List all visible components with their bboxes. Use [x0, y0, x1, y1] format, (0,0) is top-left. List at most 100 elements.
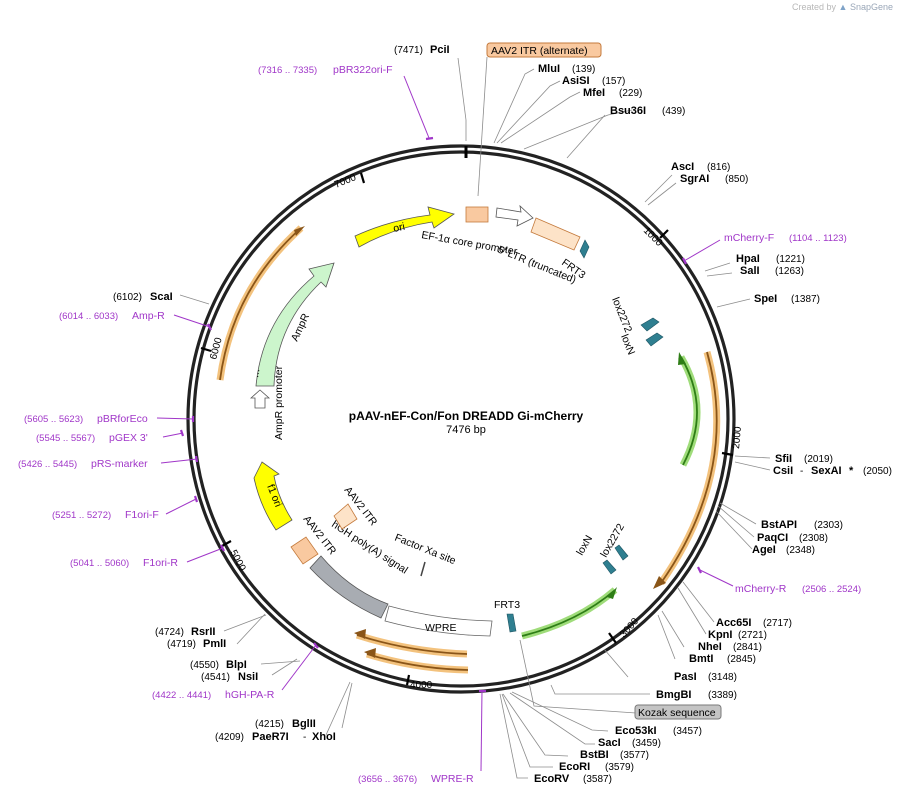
primer-hgh-pa-r-name: hGH-PA-R [225, 689, 275, 701]
bottom-orange-arc1-head [354, 629, 366, 639]
lox2272-bot-marker [614, 544, 629, 561]
enzyme-ecorv: EcoRV(3587) [534, 773, 612, 785]
primer-hgh-pa-r-pos: (4422 .. 4441) [152, 690, 211, 701]
enzyme-csii: CsiI-SexAI*(2050) [773, 465, 892, 477]
aav2-itr-alternate-box [486, 42, 602, 58]
primer-mcherry-f-name: mCherry-F [724, 232, 774, 244]
enzyme-bstbi: BstBI(3577) [580, 749, 649, 761]
plasmid-name: pAAV-nEF-Con/Fon DREADD Gi-mCherry [349, 409, 584, 423]
enzyme-ecori-name: EcoRI [559, 761, 590, 773]
enzyme-pcii-pos: (7471) [394, 45, 423, 56]
bottom-orange-arc1 [356, 634, 468, 655]
enzyme-saci-pos: (3459) [632, 738, 661, 749]
enzyme-bsu36i: Bsu36I(439) [610, 105, 685, 117]
enzyme-blpi: (4550) BlpI [190, 659, 247, 671]
enzyme-mlui-pos: (139) [572, 64, 595, 75]
primer-wpre-r: (3656 .. 3676)WPRE-R [358, 773, 474, 785]
frt3-bot-label: FRT3 [494, 599, 520, 611]
primer-pgex3-name: pGEX 3' [109, 432, 148, 444]
enzyme-saci: SacI (3459) [598, 737, 661, 749]
primer-f1ori-f-name: F1ori-F [125, 509, 159, 521]
enzyme-pasi: PasI(3148) [674, 671, 737, 683]
enzyme-kpni-pos: (2721) [738, 630, 767, 641]
enzymes: (7471)PciI MluI(139) AsiSI(157) MfeI(229… [113, 44, 892, 785]
enzyme-nhei: NheI(2841) [698, 641, 762, 653]
credit-prefix: Created by [791, 2, 836, 12]
enzyme-ecorv-pos: (3587) [583, 774, 612, 785]
enzyme-bstbi-name: BstBI [580, 749, 609, 761]
primer-marks [179, 136, 702, 693]
primer-pgex3-pos: (5545 .. 5567) [36, 433, 95, 444]
enzyme-ascl: AscI(816) [671, 161, 730, 173]
enzyme-paer7i-name: PaeR7I [252, 731, 289, 743]
enzyme-blpi-name: BlpI [226, 659, 247, 671]
enzyme-ecori: EcoRI(3579) [559, 761, 634, 773]
enzyme-blpi-pos: (4550) [190, 660, 219, 671]
enzyme-paqci: PaqCI(2308) [757, 532, 828, 544]
loxn-bot-marker [602, 559, 617, 575]
loxn-top-marker [645, 332, 664, 347]
enzyme-mfei: MfeI(229) [583, 87, 642, 99]
dreadd-arc-head [678, 352, 686, 365]
primer-pbrforeco: (5605 .. 5623)pBRforEco [24, 413, 148, 425]
enzyme-sfii: SfiI(2019) [775, 453, 833, 465]
bottom-orange-arc2-head [364, 648, 376, 658]
enzyme-sali-name: SalI [740, 265, 760, 277]
ampr-arrow [255, 262, 335, 387]
enzyme-acc65i: Acc65I(2717) [716, 617, 792, 629]
primer-f1ori-f: (5251 .. 5272) F1ori-F [52, 509, 159, 521]
enzyme-spei-pos: (1387) [791, 294, 820, 305]
kozak-sequence-box [634, 704, 722, 720]
enzyme-kpni: KpnI (2721) [708, 629, 767, 641]
enzyme-rsrii: (4724)RsrII [155, 626, 215, 638]
enzyme-rsrii-name: RsrII [191, 626, 215, 638]
amp-orange-arc [219, 227, 302, 381]
primer-amp-r-pos: (6014 .. 6033) [59, 311, 118, 322]
enzyme-sexai-star: * [849, 465, 854, 477]
aav2-itr-inner-box [333, 503, 358, 530]
enzyme-asisi-name: AsiSI [562, 75, 590, 87]
enzyme-bglii-name: BglII [292, 718, 316, 730]
ori-arrow [354, 206, 455, 248]
ori-label: ori [392, 221, 406, 235]
tick-label-5000: 5000 [227, 548, 247, 573]
enzyme-nsii-pos: (4541) [201, 672, 230, 683]
enzyme-nhei-name: NheI [698, 641, 722, 653]
primer-hgh-pa-r: (4422 .. 4441) hGH-PA-R [152, 689, 275, 701]
primer-pbr322ori-f-pos: (7316 .. 7335) [258, 65, 317, 76]
primer-pbrforeco-name: pBRforEco [97, 413, 148, 425]
primer-mcherry-r-name: mCherry-R [735, 583, 787, 595]
enzyme-pcii-name: PciI [430, 44, 450, 56]
enzyme-sgrai-name: SgrAI [680, 173, 709, 185]
enzyme-pmli-name: PmlI [203, 638, 226, 650]
enzyme-scai-pos: (6102) [113, 292, 142, 303]
frt3-top-marker [579, 239, 590, 259]
enzyme-mfei-pos: (229) [619, 88, 642, 99]
enzyme-sali: SalI(1263) [740, 265, 804, 277]
enzyme-eco53ki-name: Eco53kI [615, 725, 657, 737]
enzyme-asisi: AsiSI(157) [562, 75, 625, 87]
primer-prs-marker-pos: (5426 .. 5445) [18, 459, 77, 470]
primer-f1ori-f-pos: (5251 .. 5272) [52, 510, 111, 521]
enzyme-paer7i: (4209)PaeR7I-XhoI [215, 731, 336, 743]
enzyme-kpni-name: KpnI [708, 629, 732, 641]
primer-f1ori-r-name: F1ori-R [143, 557, 178, 569]
enzyme-saci-name: SacI [598, 737, 621, 749]
enzyme-agei: AgeI(2348) [752, 544, 815, 556]
primer-mcherry-r: mCherry-R(2506 .. 2524) [735, 583, 861, 595]
aav2-itr-outer-box [290, 536, 319, 565]
credit-brand: SnapGene [849, 2, 893, 12]
enzyme-sexai-name: SexAI [811, 465, 842, 477]
dreadd-arc [680, 356, 698, 466]
kozak-sequence-label: Kozak sequence [638, 707, 716, 719]
enzyme-nsii-name: NsiI [238, 671, 258, 683]
enzyme-spei-name: SpeI [754, 293, 777, 305]
enzyme-paqci-pos: (2308) [799, 533, 828, 544]
lox2272-top-marker [640, 317, 660, 332]
primer-mcherry-f: mCherry-F(1104 .. 1123) [724, 232, 847, 244]
wpre-label: WPRE [425, 622, 457, 634]
bottom-orange-arc2 [366, 653, 469, 671]
enzyme-hpai: HpaI(1221) [736, 253, 805, 265]
enzyme-bsu36i-pos: (439) [662, 106, 685, 117]
